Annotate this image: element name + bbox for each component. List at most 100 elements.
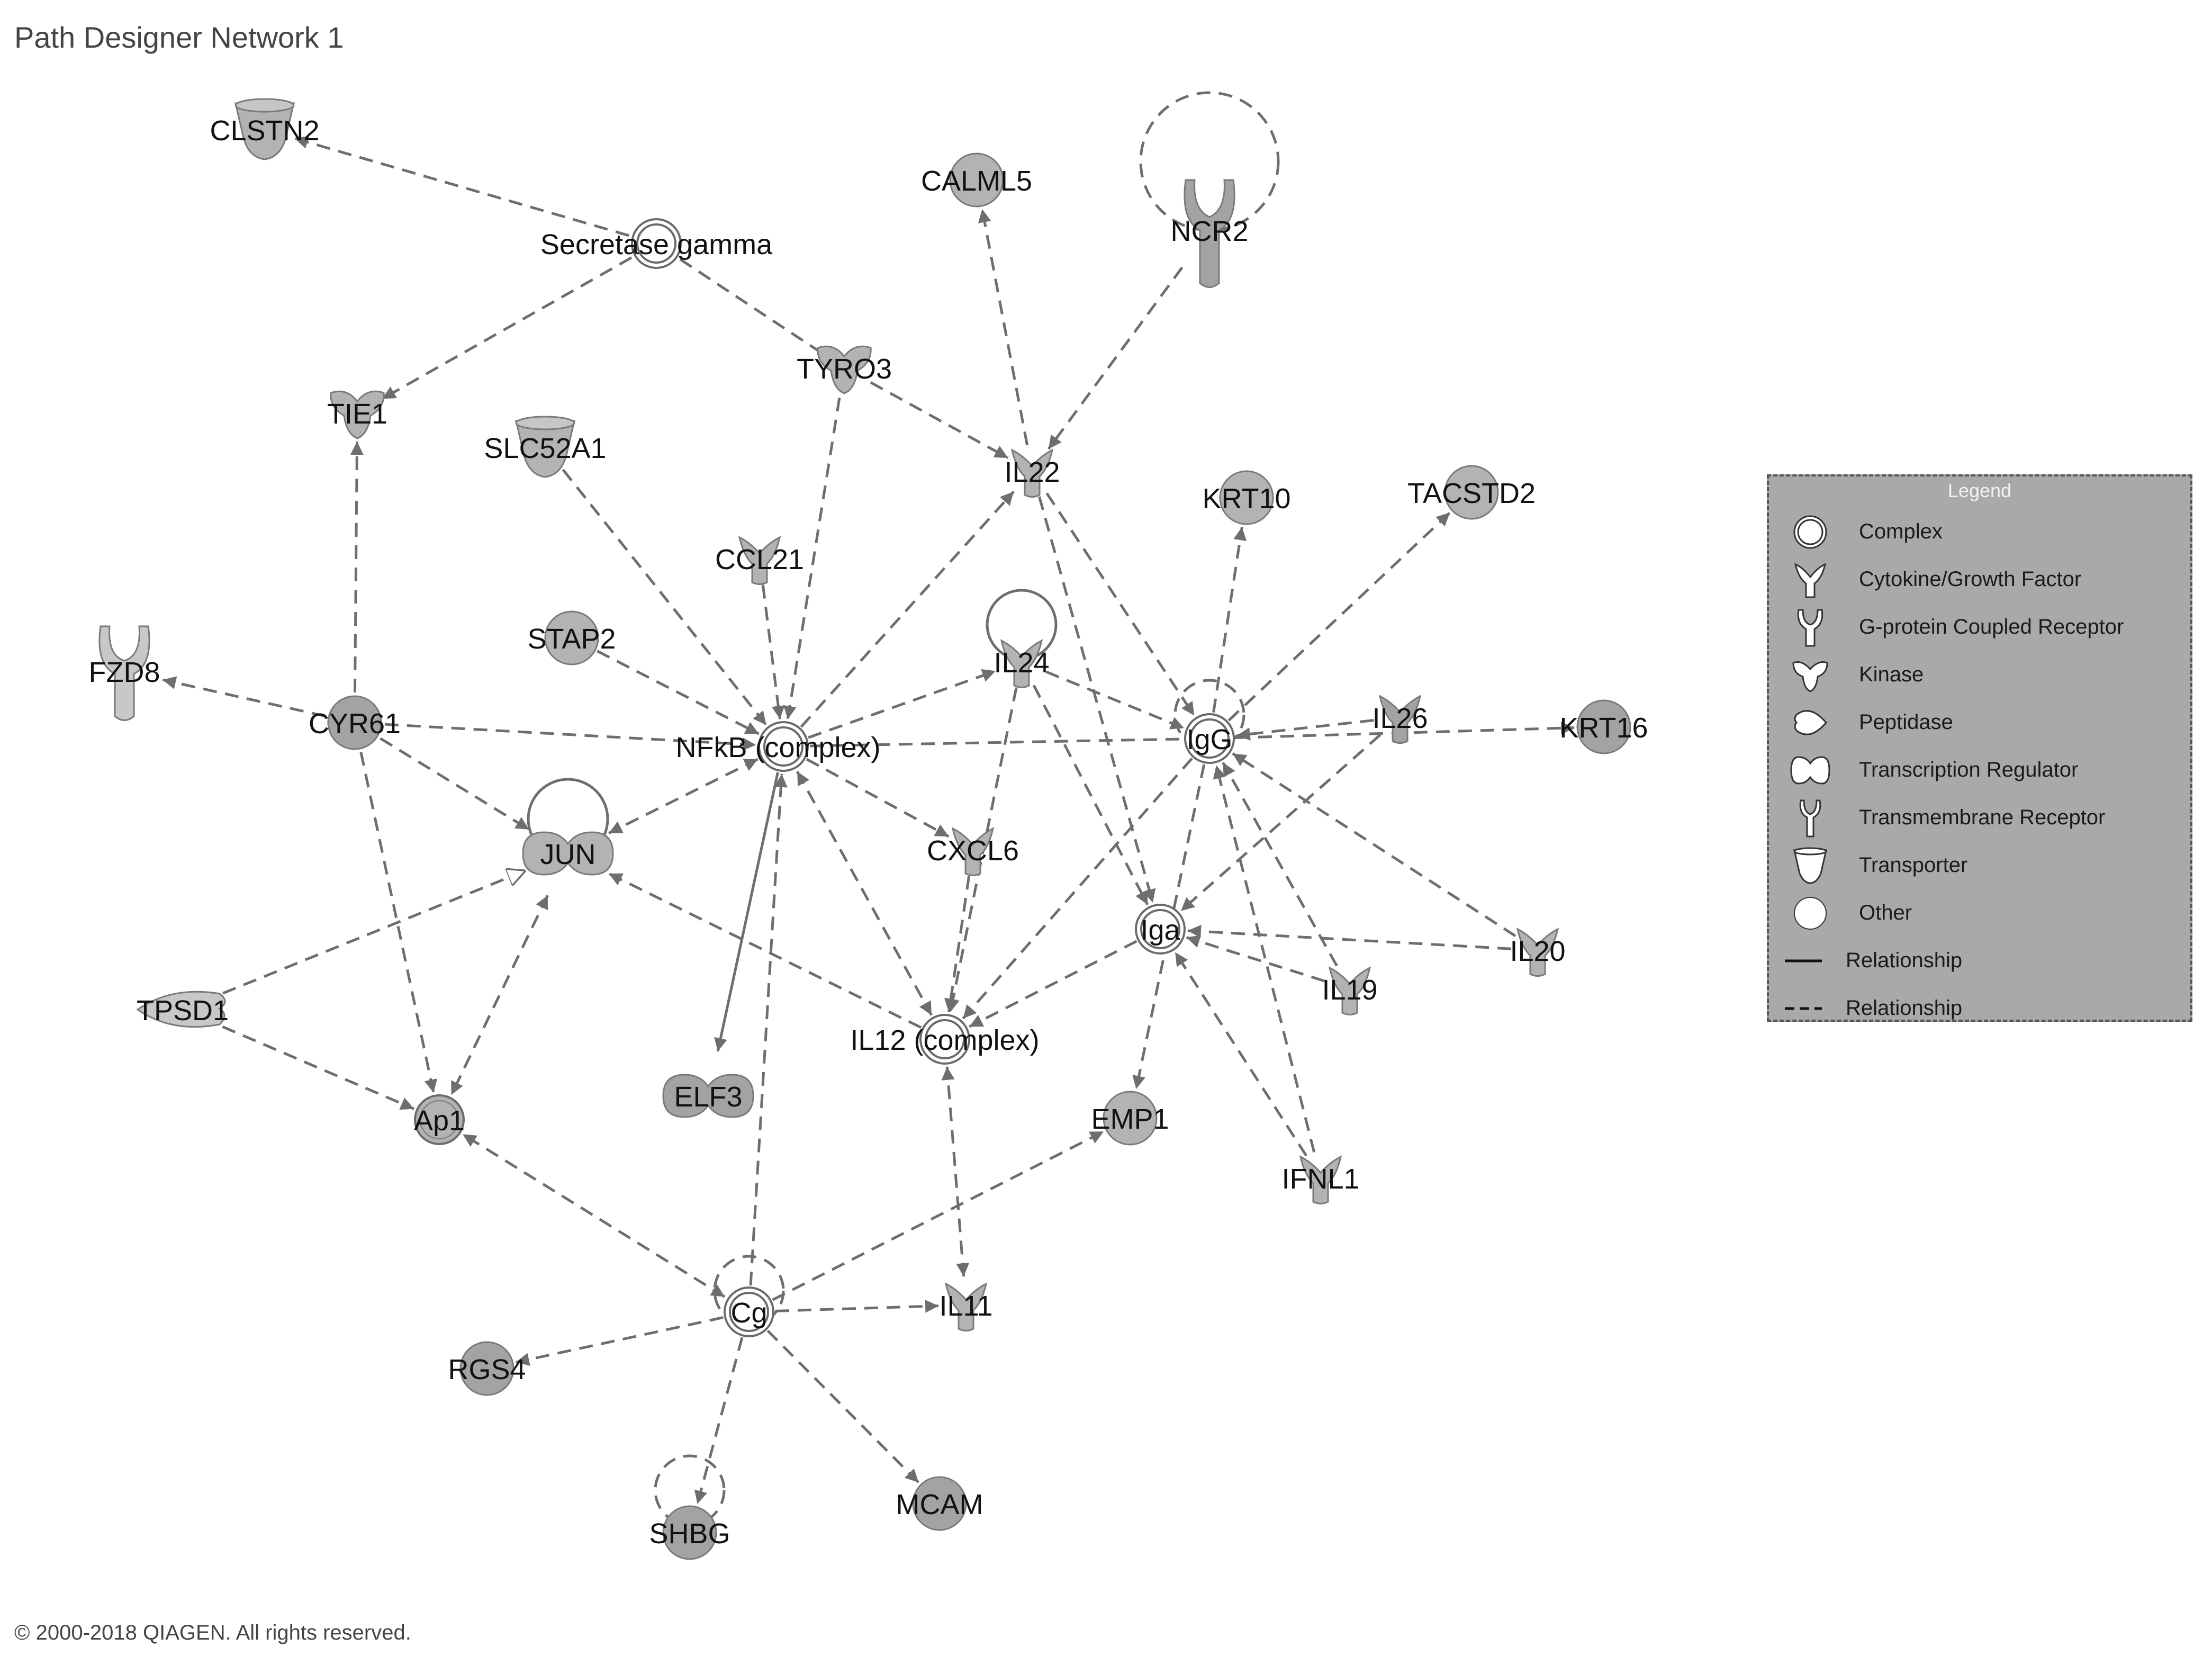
transmembrane-receptor-icon	[1184, 179, 1235, 288]
legend-item-label: Transcription Regulator	[1859, 758, 2079, 781]
node-shbg[interactable]: SHBG	[649, 1505, 730, 1560]
other-icon	[1103, 1091, 1158, 1146]
peptidase-icon	[1789, 703, 1831, 742]
node-iga[interactable]: Iga	[1135, 904, 1186, 955]
node-label: KRT16	[1559, 712, 1648, 744]
node-label: CALML5	[921, 165, 1032, 197]
transporter-icon	[234, 98, 295, 160]
edge-tyro3-il22	[870, 381, 1009, 460]
complex-icon	[919, 1014, 970, 1065]
edge-il22-igg	[1045, 492, 1196, 717]
edge-ccl21-nfkb	[761, 584, 785, 719]
node-clstn2[interactable]: CLSTN2	[210, 98, 320, 160]
node-label: IFNL1	[1281, 1163, 1359, 1195]
edge-cyr61-nfkb	[384, 723, 756, 751]
node-label: IL12 (complex)	[850, 1024, 1039, 1056]
legend-item-label: Other	[1859, 901, 1912, 924]
edge-stap2-nfkb	[596, 650, 760, 735]
kinase-icon	[330, 390, 385, 439]
node-cyr61[interactable]: CYR61	[309, 695, 401, 750]
solid-line-icon	[1780, 941, 1822, 980]
cytokine-icon	[1378, 695, 1422, 744]
node-il22[interactable]: IL22	[1004, 448, 1060, 498]
cytokine-icon	[951, 827, 995, 876]
complex-icon	[1184, 713, 1235, 764]
other-icon	[327, 695, 382, 750]
kinase-icon	[817, 345, 872, 394]
edge-cyr61-jun	[380, 737, 530, 831]
node-label: RGS4	[448, 1354, 526, 1385]
other-icon	[1789, 894, 1831, 933]
page-title: Path Designer Network 1	[14, 21, 344, 54]
node-ncr2[interactable]: NCR2	[1170, 179, 1249, 288]
node-krt10[interactable]: KRT10	[1202, 470, 1291, 525]
node-label: CCL21	[715, 544, 804, 575]
node-slc52a1[interactable]: SLC52A1	[484, 416, 607, 478]
node-il20[interactable]: IL20	[1510, 928, 1566, 977]
node-label: NCR2	[1170, 215, 1248, 247]
node-label: IL22	[1004, 456, 1060, 488]
legend-title: Legend	[1947, 480, 2012, 501]
node-il24[interactable]: IL24	[994, 639, 1050, 688]
edge-cyr61-fzd8	[162, 676, 326, 718]
complex-icon	[724, 1286, 774, 1337]
node-il26[interactable]: IL26	[1372, 695, 1428, 744]
node-nfkb[interactable]: NFkB (complex)	[675, 721, 881, 772]
transcription-regulator-icon	[662, 1074, 754, 1118]
node-jun[interactable]: JUN	[522, 831, 614, 876]
node-secgamma[interactable]: Secretase gamma	[540, 218, 773, 269]
node-emp1[interactable]: EMP1	[1091, 1091, 1169, 1146]
legend-item-transporter: Transporter	[1769, 842, 2190, 889]
node-stap2[interactable]: STAP2	[527, 610, 616, 665]
node-label: SLC52A1	[484, 433, 606, 464]
node-label: TYRO3	[797, 353, 892, 385]
edge-secgamma-tyro3	[679, 258, 819, 352]
node-krt16[interactable]: KRT16	[1559, 699, 1648, 754]
node-label: Iga	[1140, 914, 1180, 946]
legend-item-label: G-protein Coupled Receptor	[1859, 615, 2124, 638]
legend-item-solid-line: Relationship	[1769, 937, 2190, 985]
legend-item-transmembrane-receptor: Transmembrane Receptor	[1769, 794, 2190, 842]
transporter-icon	[514, 416, 576, 478]
node-tie1[interactable]: TIE1	[327, 390, 387, 439]
node-label: CYR61	[309, 708, 401, 740]
node-il11[interactable]: IL11	[939, 1282, 993, 1331]
edge-nfkb-jun	[608, 758, 759, 835]
edge-il20-iga	[1187, 924, 1512, 950]
node-rgs4[interactable]: RGS4	[448, 1341, 526, 1396]
peptidase-icon	[136, 991, 226, 1028]
legend-item-other: Other	[1769, 889, 2190, 937]
node-cxcl6[interactable]: CXCL6	[927, 827, 1019, 876]
node-ifnl1[interactable]: IFNL1	[1281, 1155, 1360, 1204]
node-calml5[interactable]: CALML5	[921, 152, 1032, 208]
legend-item-gpcr: G-protein Coupled Receptor	[1769, 604, 2190, 651]
cytokine-icon	[1516, 928, 1559, 977]
transcription-regulator-icon	[1789, 751, 1831, 790]
node-label: KRT10	[1202, 483, 1290, 515]
node-fzd8[interactable]: FZD8	[89, 625, 160, 721]
edge-il20-igg	[1232, 752, 1516, 937]
edge-il24-igg	[1045, 670, 1185, 730]
node-label: IL20	[1510, 935, 1565, 967]
node-label: STAP2	[527, 623, 616, 655]
transmembrane-receptor-icon	[1789, 798, 1831, 838]
node-elf3[interactable]: ELF3	[662, 1074, 754, 1118]
node-label: JUN	[540, 839, 596, 870]
node-label: Ap1	[414, 1105, 465, 1137]
node-igg[interactable]: IgG	[1184, 713, 1235, 764]
complex-filled-icon	[414, 1094, 465, 1145]
node-il12[interactable]: IL12 (complex)	[850, 1014, 1040, 1065]
node-il19[interactable]: IL19	[1322, 966, 1378, 1015]
edge-secgamma-clstn2	[294, 136, 629, 237]
edge-ncr2-il22	[1047, 266, 1184, 450]
legend-item-kinase: Kinase	[1769, 651, 2190, 699]
node-tpsd1[interactable]: TPSD1	[136, 991, 229, 1028]
node-ccl21[interactable]: CCL21	[715, 536, 804, 585]
node-tyro3[interactable]: TYRO3	[797, 345, 892, 394]
transporter-icon	[1789, 846, 1831, 885]
other-icon	[1444, 465, 1499, 520]
node-mcam[interactable]: MCAM	[896, 1476, 983, 1531]
node-ap1[interactable]: Ap1	[414, 1094, 465, 1145]
node-tacstd2[interactable]: TACSTD2	[1407, 465, 1536, 520]
node-cg[interactable]: Cg	[724, 1286, 774, 1337]
